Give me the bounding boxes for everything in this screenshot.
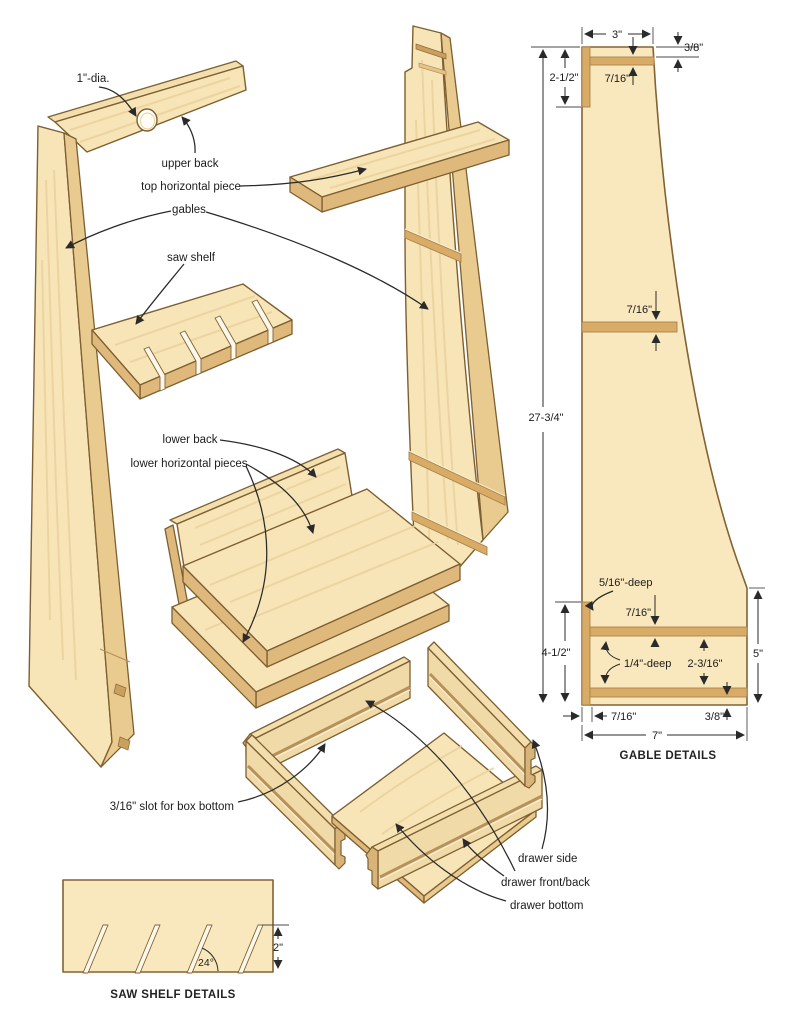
leader-lower-horizontal-2 <box>242 465 268 643</box>
label-lower-horizontal-pieces: lower horizontal pieces <box>131 458 248 470</box>
right-gable-top-rabbet <box>415 43 447 60</box>
saw-shelf-details-drawing: 24° 2" SAW SHELF DETAILS <box>62 879 289 1001</box>
left-gable <box>28 125 135 768</box>
leader-drawer-side <box>531 739 549 850</box>
leader-hole-dia <box>98 86 137 117</box>
leader-drawer-back <box>365 700 516 872</box>
gable-top-dado <box>589 56 655 66</box>
right-gable-shelf-dado <box>404 229 462 263</box>
dim-top-lip: 3/8" <box>684 42 703 54</box>
leader-slot-note <box>237 743 326 803</box>
leader-upper-back <box>181 116 196 154</box>
leader-drawer-front <box>462 838 505 877</box>
top-horizontal-end <box>289 176 323 213</box>
right-gable <box>404 25 509 585</box>
dim-dado-spacing: 2-3/16" <box>687 658 722 670</box>
right-gable-lower-dado <box>411 511 488 556</box>
leader-saw-shelf <box>135 263 185 325</box>
label-gables: gables <box>172 204 206 216</box>
lower-back-board <box>164 448 353 616</box>
label-drawer-front-back: drawer front/back <box>501 877 590 889</box>
dim-dado-depth: 1/4"-deep <box>624 658 671 670</box>
label-saw-shelf: saw shelf <box>167 252 216 264</box>
saw-shelf-details-caption: SAW SHELF DETAILS <box>110 989 235 1001</box>
label-drawer-side: drawer side <box>518 853 577 865</box>
box-bottom-slot <box>428 672 529 776</box>
dim-lower-section: 4-1/2" <box>542 647 571 659</box>
box-bottom-slot <box>246 764 338 855</box>
drawer-right-side-rail <box>427 641 536 789</box>
dim-bottom-lip: 3/8" <box>705 711 724 723</box>
gable-middle-dado <box>581 321 678 333</box>
leader-drawer-bottom <box>395 823 507 902</box>
dim-overall-height: 27-3/4" <box>528 412 563 424</box>
saw-shelf-end <box>91 329 141 400</box>
label-hole-dia: 1"-dia. <box>77 73 110 85</box>
dim-slot-angle: 24° <box>198 957 214 969</box>
left-gable-notch <box>113 683 127 698</box>
dim-upper-rabbet: 2-1/2" <box>550 72 579 84</box>
saw-slot-plan <box>134 924 161 974</box>
label-drawer-bottom: drawer bottom <box>510 900 584 912</box>
label-top-horizontal-piece: top horizontal piece <box>141 181 241 193</box>
dim-right-height: 5" <box>753 648 763 660</box>
leader-lower-horizontal-1 <box>245 463 315 534</box>
label-lower-back: lower back <box>163 434 218 446</box>
dim-overall-width: 7" <box>652 730 662 742</box>
gable-lower-dado-2 <box>589 687 748 698</box>
gable-details-caption: GABLE DETAILS <box>620 750 717 762</box>
left-gable-side <box>63 132 135 768</box>
saw-slot <box>251 299 274 345</box>
leader-lower-back <box>219 439 317 478</box>
saw-slot-plan <box>186 924 213 974</box>
part-labels: 1"-dia. upper back top horizontal piece … <box>77 73 591 912</box>
drawer-front-end-profile <box>365 846 379 890</box>
dim-upper-dado: 7/16" <box>605 73 630 85</box>
dim-middle-dado: 7/16" <box>627 304 652 316</box>
leader-gables-left <box>65 210 172 249</box>
left-gable-notch <box>117 736 131 751</box>
gable-top-rabbet <box>581 46 591 108</box>
dim-rabbet-depth: 5/16"-deep <box>599 577 652 589</box>
lower-bottom-end <box>171 606 257 709</box>
leader-top-horizontal <box>239 166 367 187</box>
right-gable-lower-dado <box>408 451 506 506</box>
upper-back-board <box>47 60 247 153</box>
drawer-back-rail <box>242 656 411 776</box>
gable-outline <box>581 46 748 706</box>
dim-lower-dado: 7/16" <box>626 607 651 619</box>
box-bottom-slot <box>379 794 543 879</box>
gable-bottom-rabbet <box>581 601 591 706</box>
dim-slot-depth: 2" <box>273 942 283 954</box>
gable-details-drawing: 3" 3/8" 2-1/2" 7/16" 7/16" 27-3/4" 5/16"… <box>528 27 765 762</box>
saw-slot <box>143 346 166 392</box>
saw-slot-plan <box>82 924 109 974</box>
dim-rabbet-width: 7/16" <box>611 711 636 723</box>
leader-gables-right <box>205 211 429 310</box>
saw-slot <box>214 315 237 361</box>
saw-shelf <box>91 283 293 400</box>
saw-shelf-plan <box>62 879 274 973</box>
label-upper-back: upper back <box>162 158 219 170</box>
drawer-front-rail <box>365 765 543 890</box>
gable-lower-dado-1 <box>589 626 748 637</box>
dim-top-width: 3" <box>612 29 622 41</box>
leader-lines <box>65 86 549 902</box>
box-bottom-slot <box>257 685 411 765</box>
top-horizontal-piece <box>289 121 510 213</box>
saw-slot <box>179 330 202 376</box>
label-slot-note: 3/16" slot for box bottom <box>110 801 234 813</box>
drawer-right-end-profile <box>524 741 536 789</box>
